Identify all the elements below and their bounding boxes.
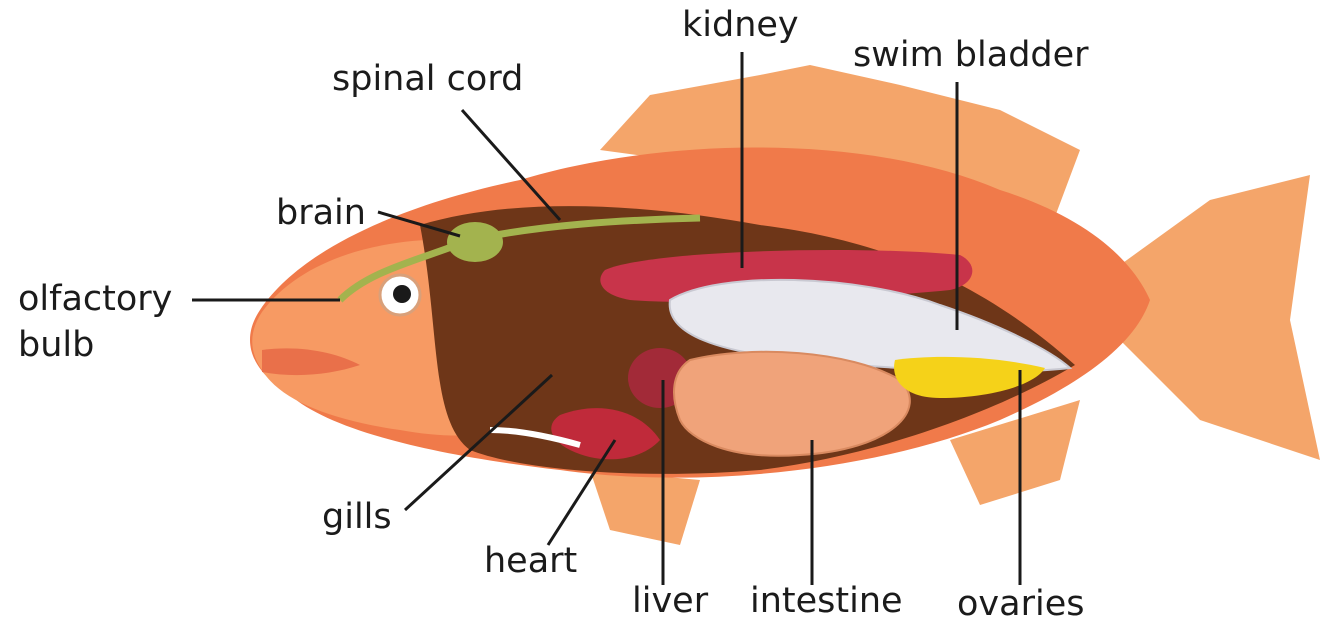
- label-swim-bladder: swim bladder: [853, 38, 1089, 73]
- intestine-organ: [674, 352, 910, 456]
- fish-pupil: [393, 285, 411, 303]
- brain-organ: [447, 222, 503, 262]
- label-kidney: kidney: [682, 8, 799, 43]
- label-intestine: intestine: [750, 584, 903, 619]
- label-ovaries: ovaries: [957, 587, 1084, 622]
- label-spinal-cord: spinal cord: [332, 62, 523, 97]
- label-heart: heart: [484, 544, 577, 579]
- fish-illustration: [250, 65, 1320, 545]
- pelvic-fin: [590, 470, 700, 545]
- label-brain: brain: [276, 196, 366, 231]
- label-olfactory-bulb: olfactory bulb: [18, 276, 172, 368]
- label-liver: liver: [632, 584, 708, 619]
- tail-fin: [1120, 175, 1320, 460]
- label-gills: gills: [322, 500, 392, 535]
